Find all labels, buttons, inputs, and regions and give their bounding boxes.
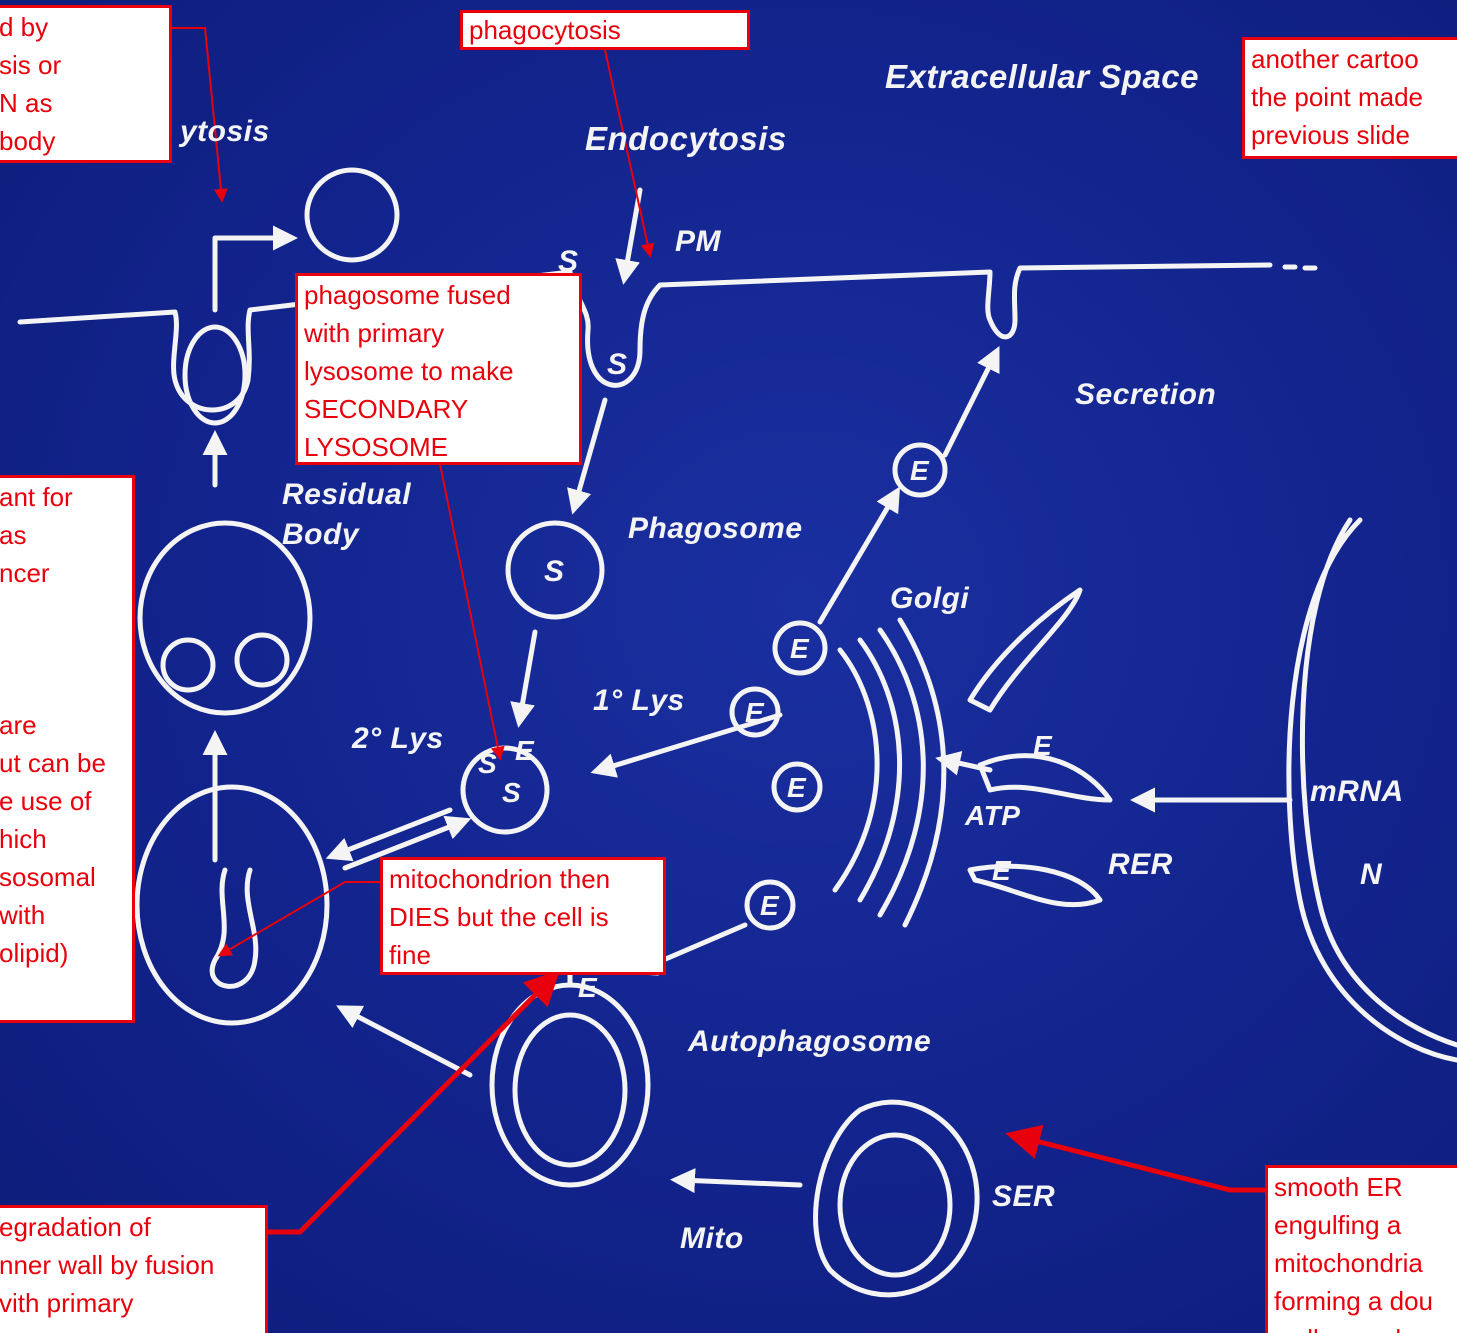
autophagosome-label: Autophagosome: [688, 1025, 931, 1059]
membrane-dashes: [1285, 267, 1315, 268]
e-vesicle-2: E: [790, 633, 809, 665]
note-left-middle: ant for as ncer are ut can be e use of h…: [0, 475, 135, 1023]
s-lysosome-b: S: [502, 777, 521, 809]
note-top-left: d by sis or N as body: [0, 5, 172, 163]
extracellular-space-label: Extracellular Space: [885, 58, 1199, 96]
e-autophagosome: E: [578, 972, 597, 1004]
rer-3: [970, 866, 1100, 904]
endocytic-pit: [570, 265, 1270, 385]
secondary-lysosome-label: 2° Lys: [352, 722, 444, 756]
exocytosed-body: [307, 170, 397, 260]
s-lysosome-a: S: [478, 748, 497, 780]
golgi-stack: [835, 620, 944, 925]
secretion-label: Secretion: [1075, 378, 1216, 412]
red-line-top-left: [170, 28, 222, 200]
note-phagosome-fused: phagosome fused with primary lysosome to…: [295, 273, 582, 465]
rer-label: RER: [1108, 848, 1173, 882]
residual-body-label: Residual Body: [282, 475, 411, 555]
note-another-cartoon: another cartoo the point made previous s…: [1242, 37, 1457, 159]
e-rer-2: E: [992, 855, 1011, 887]
e-vesicle-5: E: [760, 890, 779, 922]
primary-lysosome-label: 1° Lys: [593, 684, 685, 718]
nucleus-label: N: [1360, 858, 1382, 892]
s-pit-label: S: [607, 348, 628, 382]
red-line-secondary: [440, 464, 500, 758]
ser-label: SER: [992, 1180, 1055, 1214]
s-phagosome-label: S: [544, 555, 565, 589]
red-line-mito-dies: [220, 882, 382, 955]
golgi-label: Golgi: [890, 582, 969, 616]
e-vesicle-4: E: [787, 772, 806, 804]
mitochondrion: [840, 1135, 950, 1275]
note-bottom-left: egradation of nner wall by fusion vith p…: [0, 1205, 268, 1333]
note-smooth-er: smooth ER engulfing a mitochondria formi…: [1265, 1165, 1457, 1333]
pm-label: PM: [675, 225, 721, 259]
red-line-bottom-left: [268, 975, 555, 1232]
rer-2: [980, 756, 1110, 800]
endocytosis-label: Endocytosis: [585, 120, 787, 158]
e-lysosome: E: [515, 735, 534, 767]
e-vesicle-1: E: [910, 455, 929, 487]
phagosome-label: Phagosome: [628, 512, 803, 546]
note-mitochondrion-dies: mitochondrion then DIES but the cell is …: [380, 857, 666, 975]
rer-1: [970, 590, 1080, 710]
mito-label: Mito: [680, 1222, 744, 1256]
e-rer-1: E: [1033, 730, 1052, 762]
atp-label: ATP: [965, 800, 1020, 832]
e-vesicle-3: E: [745, 697, 764, 729]
mrna-label: mRNA: [1310, 775, 1404, 809]
exocytosis-label: ytosis: [180, 115, 270, 149]
note-phagocytosis: phagocytosis: [460, 10, 750, 50]
exocytosis-arrow: [215, 238, 288, 310]
